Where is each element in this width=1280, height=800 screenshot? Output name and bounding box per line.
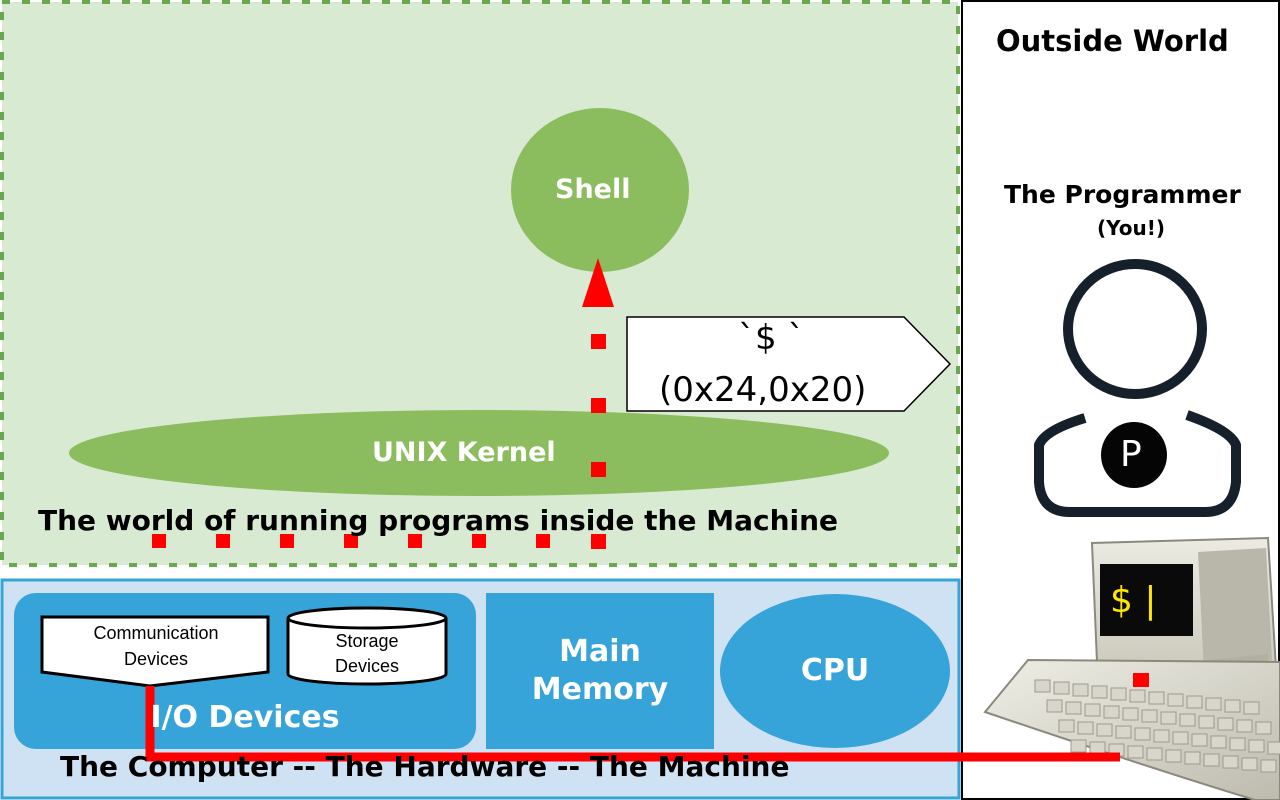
cpu-node [720, 594, 950, 748]
keyboard-key [1210, 735, 1227, 749]
keyboard-key [1191, 733, 1208, 747]
programmer-subtitle: (You!) [1097, 216, 1166, 240]
terminal-computer [983, 536, 1280, 800]
keyboard-key [1167, 693, 1184, 707]
keyboard-key [1172, 731, 1189, 745]
keyboard-key [1115, 725, 1132, 739]
keyboard-key [1224, 699, 1241, 713]
terminal-screen-text: $ | [1110, 580, 1157, 621]
machine-world-label: The world of running programs inside the… [38, 504, 839, 537]
main-memory-label-line2: Memory [531, 672, 669, 707]
programmer-title: The Programmer [1004, 180, 1241, 209]
input-bytes-callout [626, 316, 952, 412]
keyboard-key [1267, 741, 1280, 755]
keyboard-key [1260, 759, 1277, 773]
terminal-screen [1100, 564, 1193, 636]
keyboard-key [1103, 705, 1120, 719]
main-memory-label-line1: Main [559, 634, 641, 669]
kernel-label: UNIX Kernel [372, 437, 556, 468]
communication-devices-shape [40, 615, 270, 688]
keyboard-key [1141, 709, 1158, 723]
keyboard-key [1203, 753, 1220, 767]
communication-devices-label-line1: Communication [93, 623, 219, 643]
programmer-badge: P [1120, 434, 1142, 475]
keyboard-key [1089, 741, 1106, 755]
keyboard-key [1110, 687, 1127, 701]
keyboard-key [1053, 681, 1070, 695]
hardware-label: The Computer -- The Hardware -- The Mach… [60, 750, 790, 783]
storage-devices-label-line1: Storage [335, 631, 399, 651]
shell-label: Shell [555, 174, 631, 205]
keyboard-key [1205, 697, 1222, 711]
keyboard-key [1034, 679, 1051, 693]
input-bytes-chars: `$ ` [738, 318, 805, 358]
keyboard-key [1127, 745, 1144, 759]
keyboard-key [1091, 685, 1108, 699]
keyboard-key [1070, 739, 1087, 753]
keyboard-key [1241, 757, 1258, 771]
keyboard-key [1229, 737, 1246, 751]
keyboard-key [1184, 751, 1201, 765]
keyboard-key [1146, 747, 1163, 761]
main-memory-box [486, 593, 714, 749]
keyboard-key [1153, 729, 1170, 743]
storage-devices-label-line2: Devices [334, 656, 400, 676]
keyboard-key [1255, 721, 1272, 735]
keyboard-key [1217, 717, 1234, 731]
outside-world-title: Outside World [996, 24, 1229, 58]
keyboard-key [1134, 727, 1151, 741]
communication-devices-label-line2: Devices [123, 649, 189, 669]
keyboard-key [1148, 691, 1165, 705]
keyboard-key [1243, 701, 1260, 715]
keyboard-key [1248, 739, 1265, 753]
unix-kernel-node [69, 410, 889, 496]
keyboard-key [1165, 749, 1182, 763]
keyboard-key [1129, 689, 1146, 703]
red-wires [145, 258, 1149, 762]
keyboard-key [1072, 683, 1089, 697]
arrow-to-shell [582, 258, 614, 307]
keyboard-key [1160, 711, 1177, 725]
keyboard-key [1236, 719, 1253, 733]
keyboard-key [1058, 719, 1075, 733]
keyboard-key [1186, 695, 1203, 709]
programmer-icon [1034, 259, 1241, 517]
input-bytes-codes: (0x24,0x20) [659, 370, 867, 410]
io-devices-label: I/O Devices [150, 700, 340, 735]
keyboard-key [1077, 721, 1094, 735]
cpu-label: CPU [800, 653, 870, 688]
keyboard-key [1084, 703, 1101, 717]
keyboard-key [1046, 699, 1063, 713]
keyboard-key [1179, 713, 1196, 727]
keyboard-key [1198, 715, 1215, 729]
keyboard-key [1065, 701, 1082, 715]
keyboard-key [1122, 707, 1139, 721]
keyboard-key [1222, 755, 1239, 769]
shell-node [511, 108, 689, 272]
storage-devices-shape [286, 606, 448, 686]
keyboard-key [1096, 723, 1113, 737]
